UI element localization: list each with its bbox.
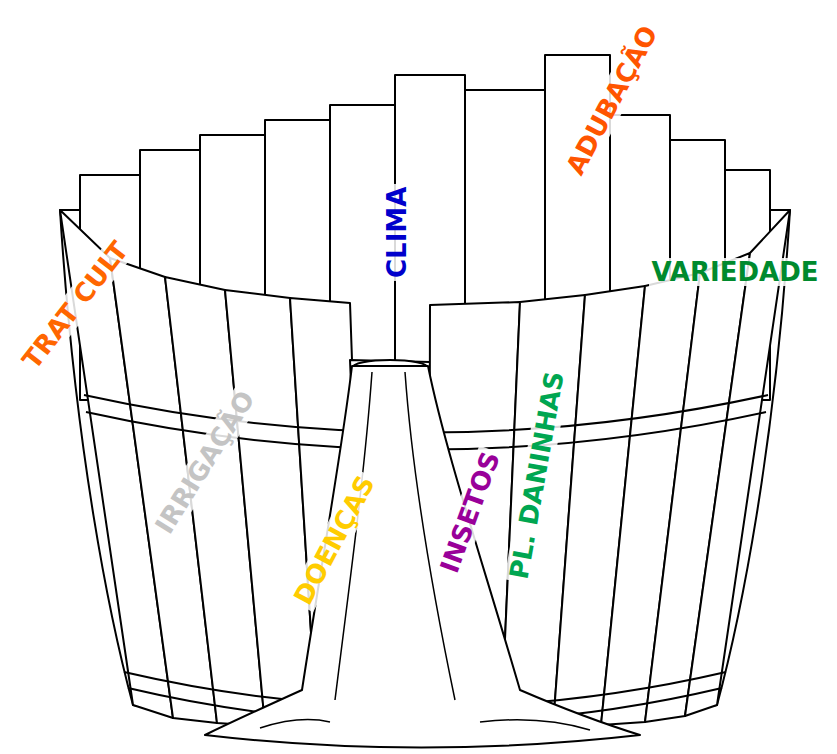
factor-label: VARIEDADE [649,258,822,287]
water-line [480,720,590,730]
water-stream [205,366,640,748]
factor-label: CLIMA [384,183,413,280]
water-line [260,720,330,728]
